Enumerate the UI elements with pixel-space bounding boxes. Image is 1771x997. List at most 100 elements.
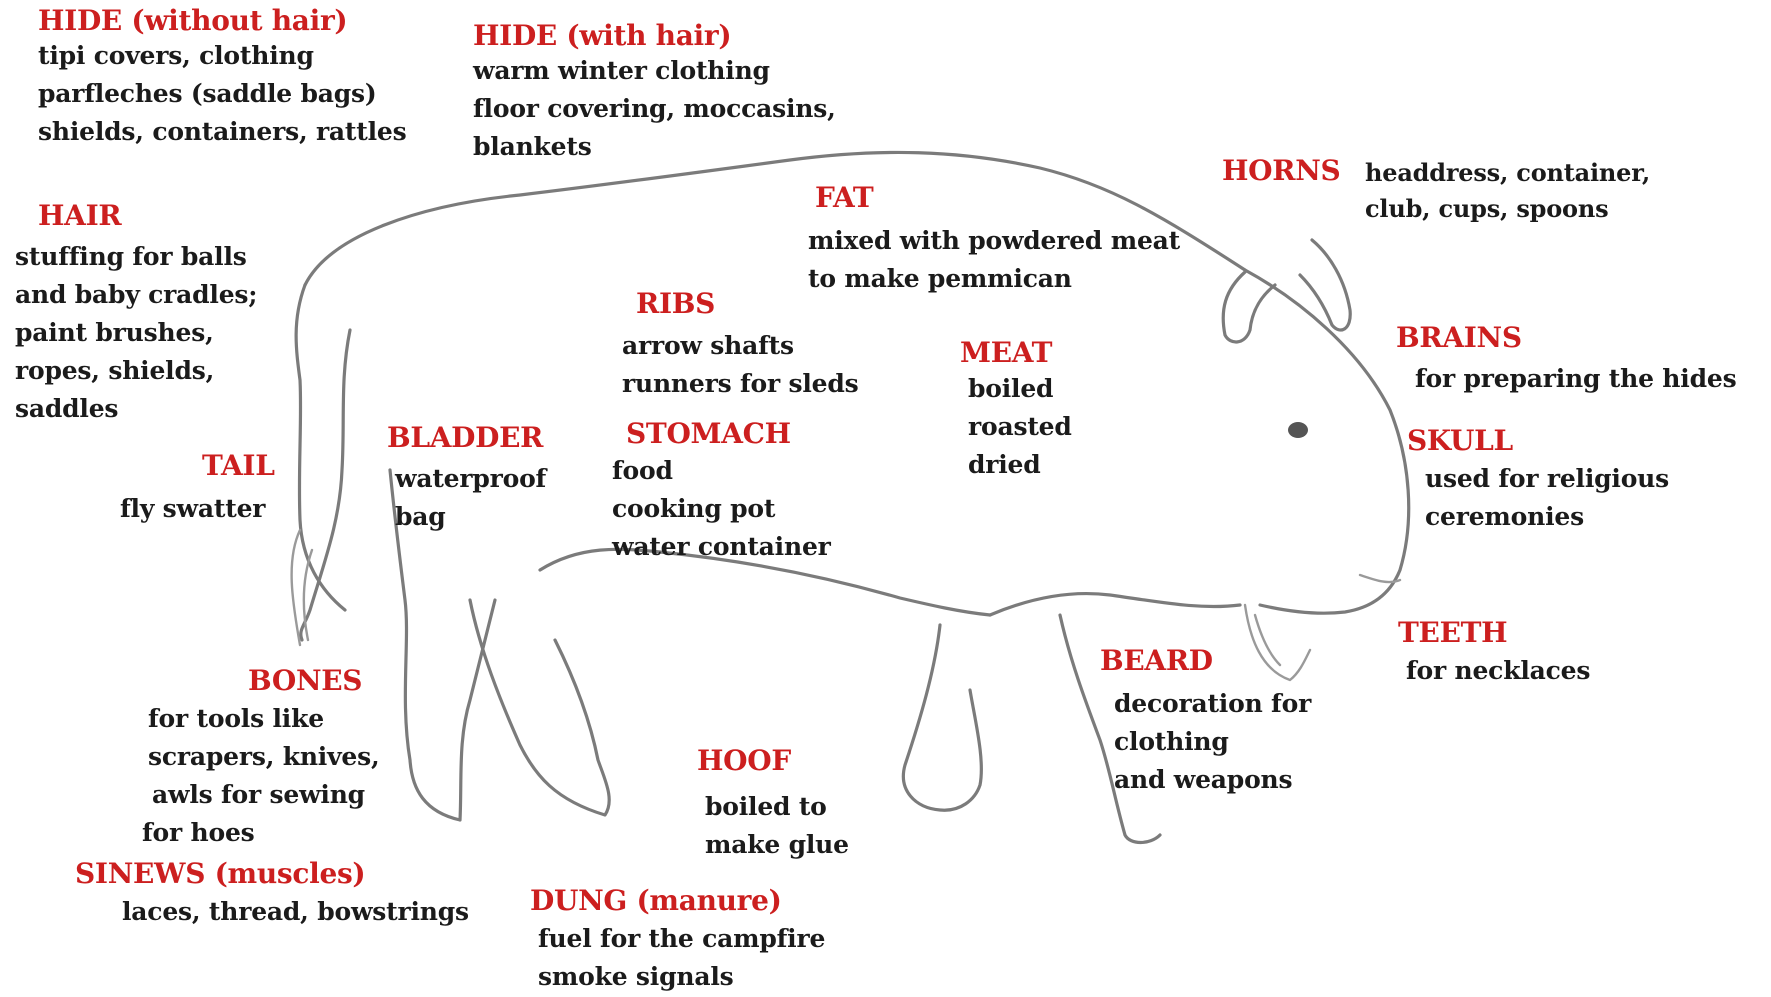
dung-line: fuel for the campfire <box>538 920 825 958</box>
bones-uses: for tools like scrapers, knives, awls fo… <box>148 700 380 852</box>
bison-beard <box>1245 605 1310 680</box>
teeth-uses: for necklaces <box>1406 652 1590 690</box>
bison-horn-right <box>1300 240 1350 330</box>
ribs-line: arrow shafts <box>622 327 859 365</box>
fat-title: FAT <box>815 182 873 214</box>
beard-line: and weapons <box>1114 761 1311 799</box>
hair-title: HAIR <box>38 200 121 232</box>
stomach-line: food <box>612 452 831 490</box>
dung-uses: fuel for the campfire smoke signals <box>538 920 825 996</box>
beard-uses: decoration for clothing and weapons <box>1114 685 1311 799</box>
hair-line: saddles <box>15 390 257 428</box>
bones-line: for hoes <box>142 814 380 852</box>
brains-line: for preparing the hides <box>1415 360 1736 398</box>
ribs-line: runners for sleds <box>622 365 859 403</box>
hide-without-hair-line: parfleches (saddle bags) <box>38 75 407 113</box>
horns-title: HORNS <box>1222 155 1340 187</box>
hair-line: stuffing for balls <box>15 238 257 276</box>
bison-eye <box>1288 422 1308 438</box>
hide-with-hair-line: floor covering, moccasins, <box>473 90 836 128</box>
hoof-line: make glue <box>705 826 849 864</box>
meat-line: boiled <box>968 370 1072 408</box>
stomach-uses: food cooking pot water container <box>612 452 831 566</box>
bones-line: awls for sewing <box>152 776 380 814</box>
hide-without-hair-line: shields, containers, rattles <box>38 113 407 151</box>
hair-line: ropes, shields, <box>15 352 257 390</box>
ribs-uses: arrow shafts runners for sleds <box>622 327 859 403</box>
dung-label: DUNG (manure) <box>530 885 782 917</box>
meat-uses: boiled roasted dried <box>968 370 1072 484</box>
tail-line: fly swatter <box>120 490 265 528</box>
bison-rump-outline <box>296 285 345 610</box>
horns-line: headdress, container, <box>1365 155 1650 191</box>
sinews-title: SINEWS (muscles) <box>75 858 365 890</box>
tail-label: TAIL <box>202 450 275 482</box>
bison-front-leg <box>903 625 981 810</box>
skull-line: used for religious <box>1425 460 1669 498</box>
stomach-label: STOMACH <box>626 418 791 450</box>
dung-title: DUNG (manure) <box>530 885 782 917</box>
bladder-line: waterproof <box>395 460 546 498</box>
tail-title: TAIL <box>202 450 275 482</box>
ribs-title: RIBS <box>636 288 715 320</box>
bladder-uses: waterproof bag <box>395 460 546 536</box>
bison-hind-leg-2 <box>470 600 609 815</box>
teeth-label: TEETH <box>1398 617 1507 649</box>
hoof-uses: boiled to make glue <box>705 788 849 864</box>
hide-without-hair-line: tipi covers, clothing <box>38 37 407 75</box>
beard-label: BEARD <box>1100 645 1213 677</box>
hair-line: and baby cradles; <box>15 276 257 314</box>
bison-chest <box>990 594 1240 615</box>
horns-uses: headdress, container, club, cups, spoons <box>1365 155 1650 227</box>
bison-tail <box>301 330 350 640</box>
hair-uses: stuffing for balls and baby cradles; pai… <box>15 238 257 428</box>
stomach-line: water container <box>612 528 831 566</box>
horns-line: club, cups, spoons <box>1365 191 1650 227</box>
fat-uses: mixed with powdered meat to make pemmica… <box>808 222 1180 298</box>
bladder-label: BLADDER <box>387 422 543 454</box>
meat-label: MEAT <box>960 337 1052 369</box>
hide-with-hair-label: HIDE (with hair) warm winter clothing fl… <box>473 20 836 166</box>
meat-line: roasted <box>968 408 1072 446</box>
bones-line: scrapers, knives, <box>148 738 380 776</box>
bison-mouth <box>1360 575 1400 582</box>
hoof-line: boiled to <box>705 788 849 826</box>
bones-label: BONES <box>248 665 362 697</box>
hide-with-hair-line: blankets <box>473 128 836 166</box>
tail-uses: fly swatter <box>120 490 265 528</box>
ribs-label: RIBS <box>636 288 715 320</box>
beard-line: clothing <box>1114 723 1311 761</box>
meat-line: dried <box>968 446 1072 484</box>
fat-label: FAT <box>815 182 873 214</box>
hide-with-hair-title: HIDE (with hair) <box>473 20 836 52</box>
fat-line: to make pemmican <box>808 260 1180 298</box>
teeth-line: for necklaces <box>1406 652 1590 690</box>
teeth-title: TEETH <box>1398 617 1507 649</box>
hoof-title: HOOF <box>697 745 791 777</box>
bones-title: BONES <box>248 665 362 697</box>
dung-line: smoke signals <box>538 958 825 996</box>
sinews-label: SINEWS (muscles) <box>75 858 365 890</box>
sinews-line: laces, thread, bowstrings <box>122 893 469 931</box>
horns-label: HORNS <box>1222 155 1340 187</box>
hoof-label: HOOF <box>697 745 791 777</box>
hair-label: HAIR <box>38 200 121 232</box>
meat-title: MEAT <box>960 337 1052 369</box>
bladder-title: BLADDER <box>387 422 543 454</box>
brains-label: BRAINS <box>1396 322 1522 354</box>
hide-without-hair-label: HIDE (without hair) tipi covers, clothin… <box>38 5 407 151</box>
hair-line: paint brushes, <box>15 314 257 352</box>
skull-line: ceremonies <box>1425 498 1669 536</box>
skull-label: SKULL <box>1407 425 1513 457</box>
skull-title: SKULL <box>1407 425 1513 457</box>
bison-head <box>1245 270 1409 613</box>
hide-with-hair-line: warm winter clothing <box>473 52 836 90</box>
beard-title: BEARD <box>1100 645 1213 677</box>
skull-uses: used for religious ceremonies <box>1425 460 1669 536</box>
brains-uses: for preparing the hides <box>1415 360 1736 398</box>
bones-line: for tools like <box>148 700 380 738</box>
brains-title: BRAINS <box>1396 322 1522 354</box>
bladder-line: bag <box>395 498 546 536</box>
sinews-uses: laces, thread, bowstrings <box>122 893 469 931</box>
beard-line: decoration for <box>1114 685 1311 723</box>
